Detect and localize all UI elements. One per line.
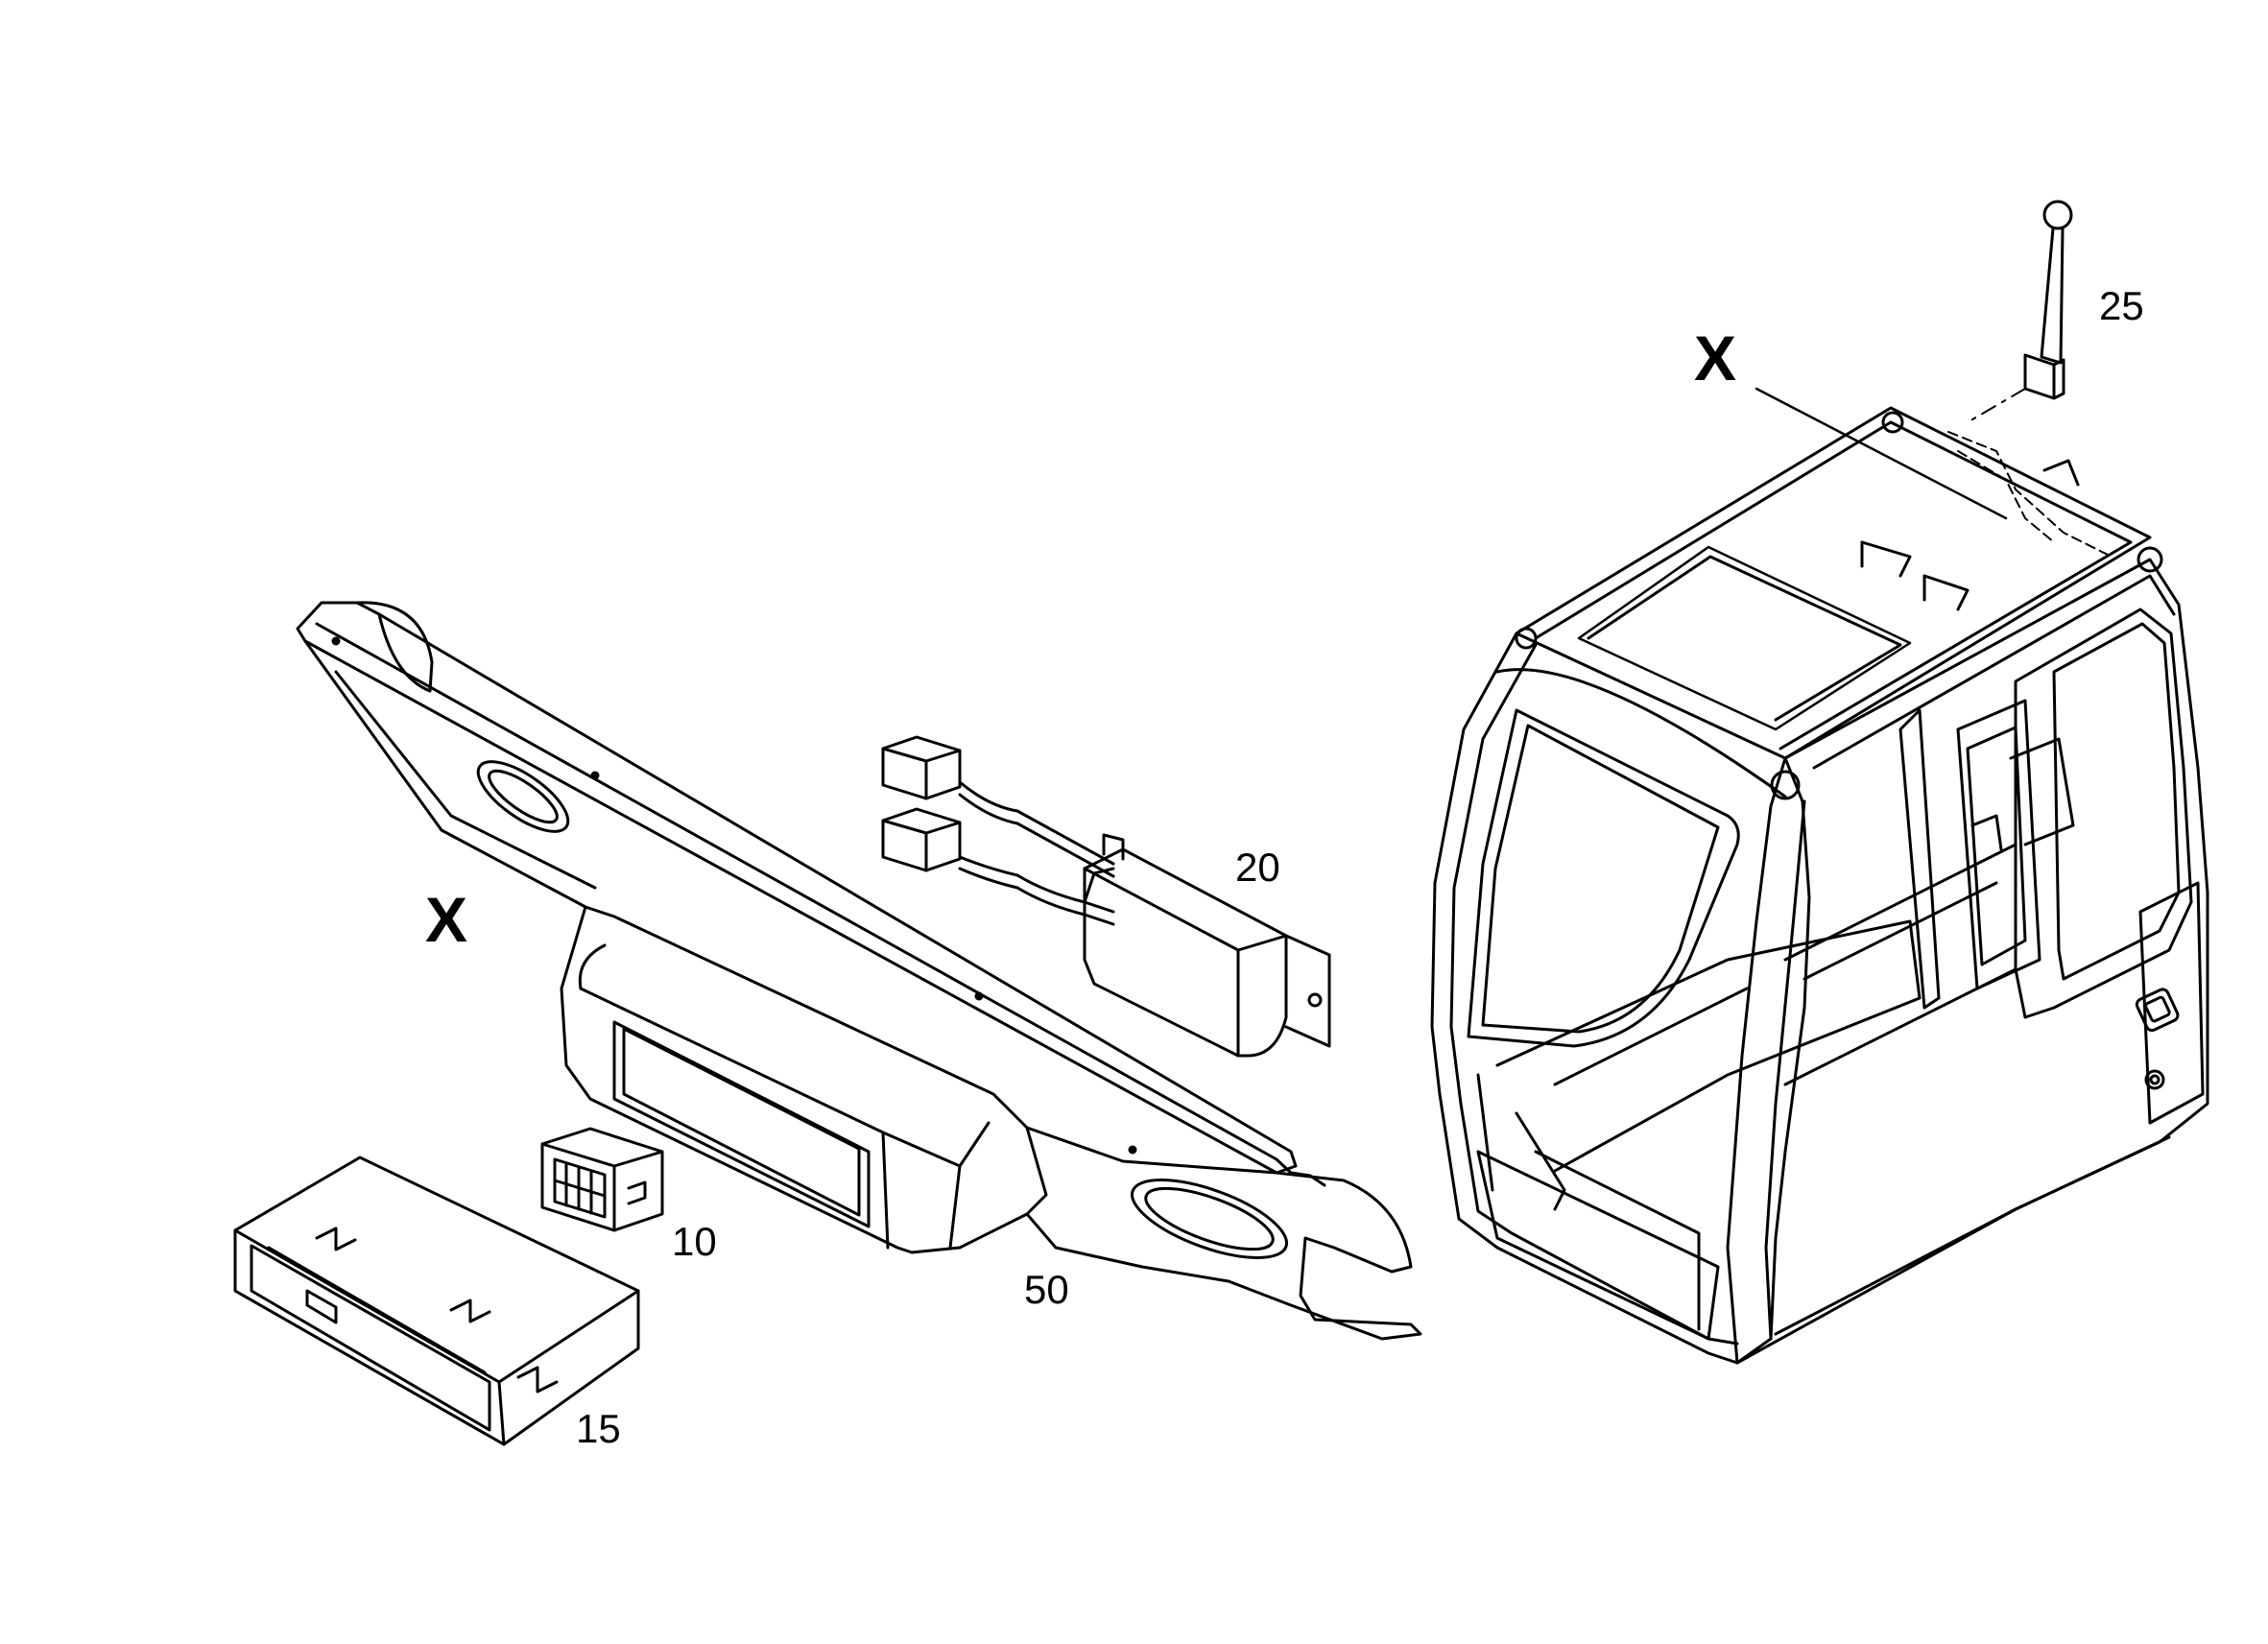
label-part-20: 20 <box>1235 845 1280 890</box>
part-20-wiring-harness <box>881 735 1331 1058</box>
part-10-connector <box>540 1127 664 1232</box>
label-part-50: 50 <box>1024 1267 1069 1312</box>
part-50-console-frame <box>296 601 1422 1341</box>
label-part-15: 15 <box>576 1406 621 1451</box>
part-15-tray <box>233 1156 640 1446</box>
leader-line-x <box>1755 387 2008 520</box>
label-detail-x-right: X <box>1694 322 1737 393</box>
label-part-10: 10 <box>672 1219 717 1264</box>
cab-assembly <box>1430 406 2209 1365</box>
part-25-antenna <box>1967 200 2073 423</box>
label-detail-x-left: X <box>425 884 468 955</box>
label-part-25: 25 <box>2099 283 2144 328</box>
